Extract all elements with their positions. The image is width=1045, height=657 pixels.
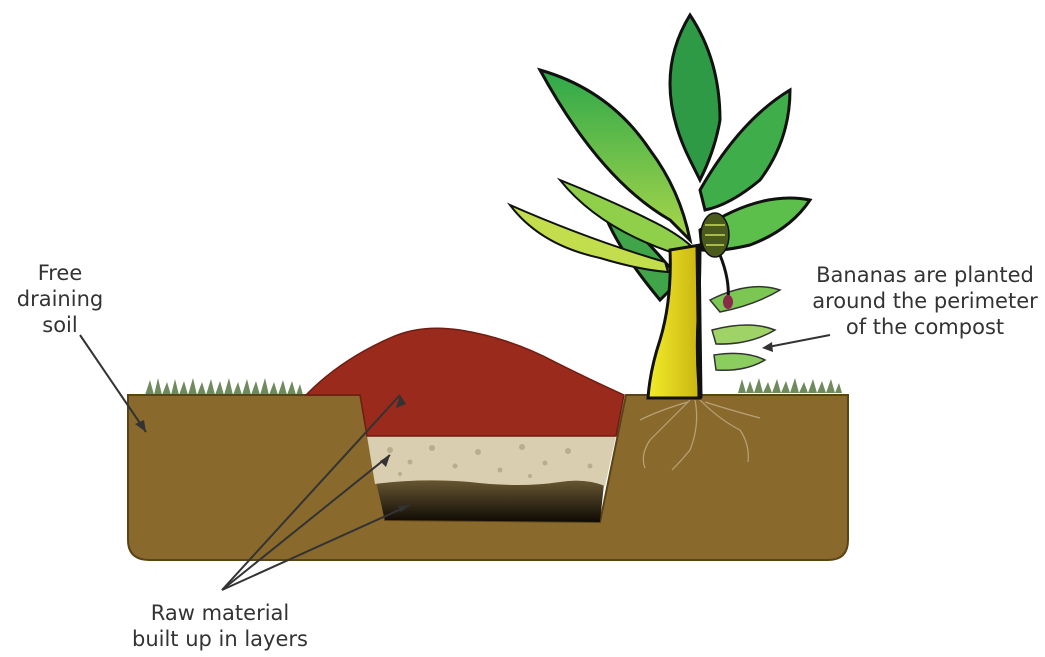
trunk-shadow [698,245,700,398]
raw-label-line-1: Raw material [105,600,335,626]
banana-leaves [510,15,810,370]
soil-label-line-1: Free [5,260,115,286]
grass-left [145,378,303,395]
raw-label-line-2: built up in layers [105,626,335,652]
soil-label-line-3: soil [5,312,115,338]
dark-bottom-layer [376,478,604,522]
gravel-layer [367,436,616,486]
free-draining-soil-label: Free draining soil [5,260,115,338]
bananas-label-line-3: of the compost [790,314,1045,340]
bananas-label-line-1: Bananas are planted [790,262,1045,288]
bananas-label-line-2: around the perimeter [790,288,1045,314]
soil-arrow [80,335,146,432]
raw-material-label: Raw material built up in layers [105,600,335,652]
bananas-planted-label: Bananas are planted around the perimeter… [790,262,1045,340]
soil-label-line-2: draining [5,286,115,312]
grass-right [738,378,842,393]
banana-bunch [701,213,733,309]
